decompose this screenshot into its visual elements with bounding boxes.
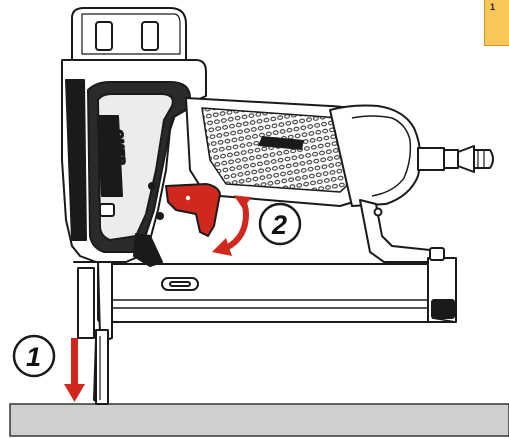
trigger[interactable] [165,183,221,237]
step-1-label: 1 [26,342,41,372]
rotate-arrow-icon [212,195,252,256]
step-2-marker: 2 [258,202,302,246]
magazine [97,263,455,323]
step-1-marker: 1 [12,334,56,378]
brand-label: OMER [112,129,126,165]
work-surface [9,403,509,437]
arrow-down-icon [64,338,85,402]
step-2-label: 2 [271,210,287,240]
corner-badge: 1 [484,0,509,46]
nailer-body: OMER [61,7,494,405]
